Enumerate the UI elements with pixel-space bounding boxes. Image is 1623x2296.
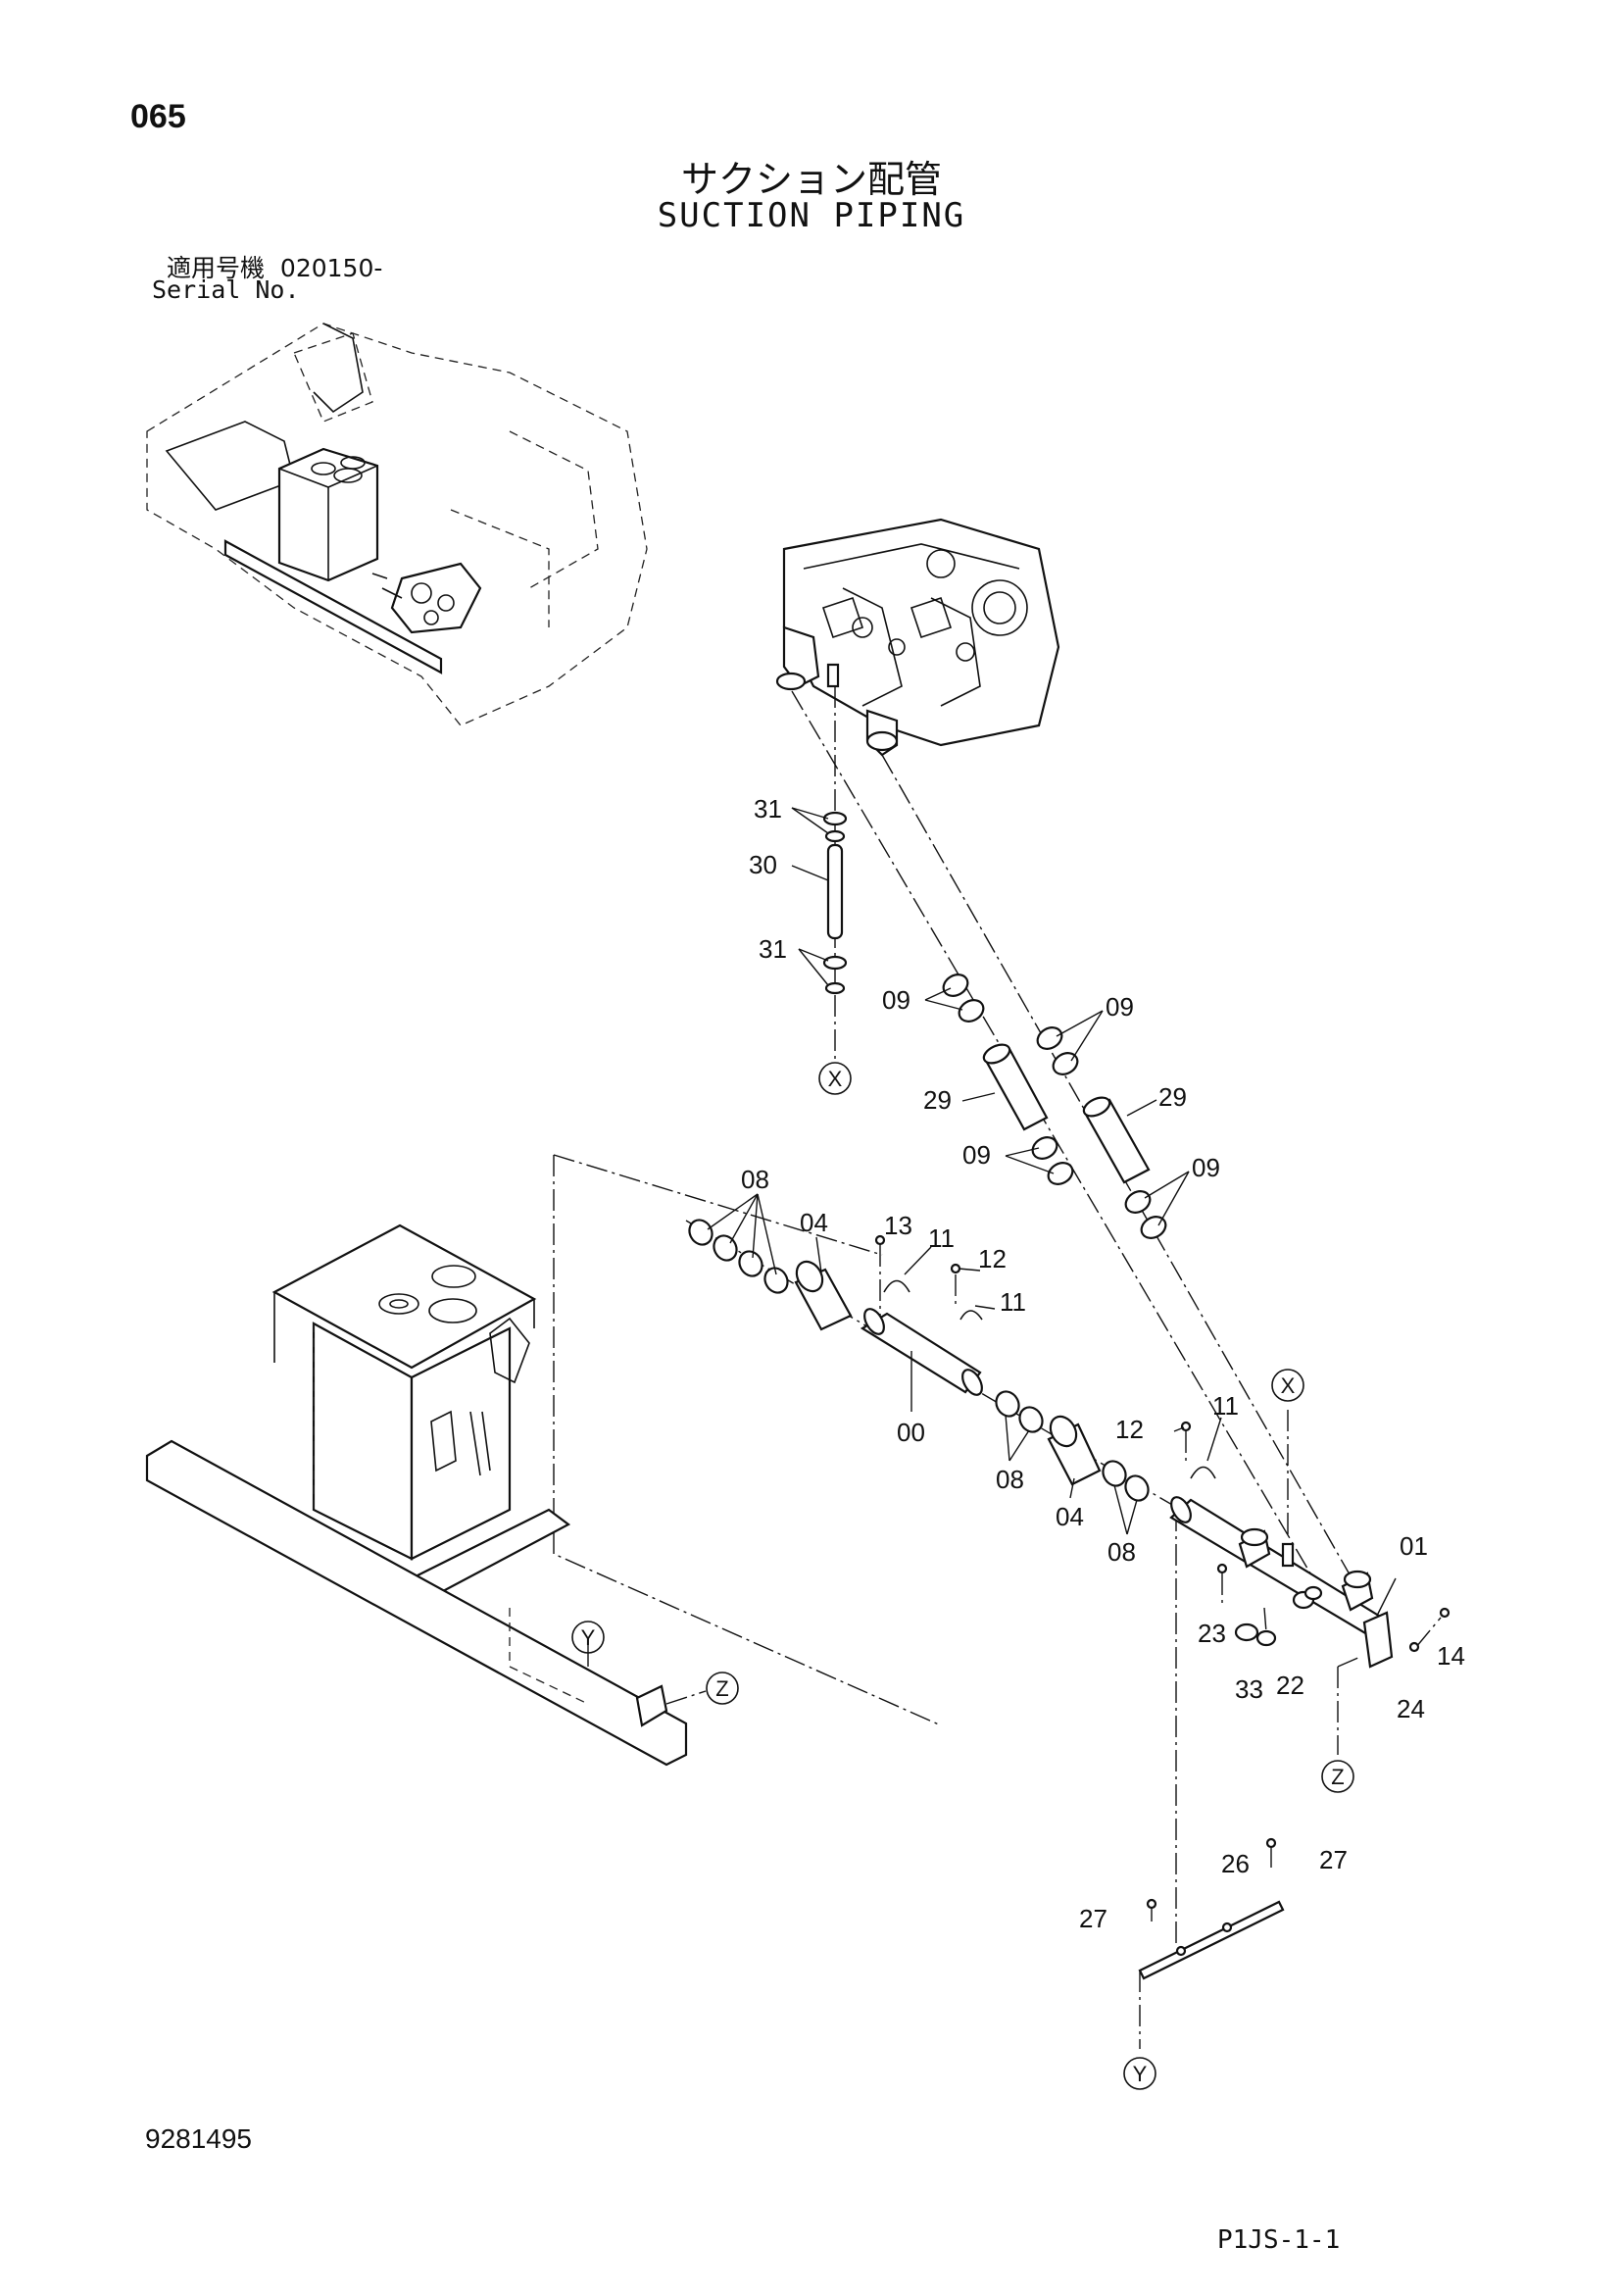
callout-09: 09 <box>1106 992 1134 1022</box>
marker-z-circle <box>706 1672 739 1705</box>
callout-09: 09 <box>962 1140 991 1170</box>
hydraulic-pump-assembly <box>775 518 1060 757</box>
suction-hoses-29 <box>942 973 1167 1239</box>
callout-08: 08 <box>1107 1537 1136 1567</box>
callout-33: 33 <box>1235 1674 1263 1704</box>
marker-y-circle <box>1123 2057 1156 2090</box>
serial-label-en: Serial No. <box>152 275 300 304</box>
callout-24: 24 <box>1397 1694 1425 1723</box>
hydraulic-tank <box>145 1154 942 1767</box>
reference-markers: X X Y Y Z Z <box>571 1062 1354 2090</box>
marker-y-label: Y <box>581 1625 596 1650</box>
part-callouts: 31 30 31 09 09 29 29 09 09 08 04 13 11 1… <box>741 794 1465 1933</box>
document-number: 9281495 <box>145 2123 253 2154</box>
serial-applicability: 適用号機 020150- <box>167 249 382 284</box>
leader-lines <box>707 807 1397 1617</box>
callout-31: 31 <box>754 794 782 824</box>
callout-11: 11 <box>928 1223 955 1253</box>
callout-29: 29 <box>923 1085 952 1115</box>
callout-12: 12 <box>978 1244 1007 1273</box>
marker-x-circle <box>818 1062 852 1095</box>
main-suction-pipe-00 <box>688 1219 1451 1669</box>
callout-12: 12 <box>1115 1415 1144 1444</box>
marker-x-circle <box>1271 1369 1304 1402</box>
callout-14: 14 <box>1437 1641 1465 1671</box>
callout-08: 08 <box>741 1165 769 1194</box>
callout-08: 08 <box>996 1465 1024 1494</box>
callout-00: 00 <box>897 1418 925 1447</box>
marker-x-label: X <box>828 1067 843 1091</box>
serial-value: 020150- <box>279 254 383 282</box>
suction-pipe-30 <box>822 811 848 995</box>
callout-27: 27 <box>1319 1845 1348 1874</box>
support-bracket-26 <box>1138 1837 1285 1980</box>
callout-09: 09 <box>882 985 910 1015</box>
marker-z-label: Z <box>715 1676 728 1701</box>
marker-z-label: Z <box>1331 1765 1344 1789</box>
page-number: 065 <box>130 98 186 135</box>
machine-overview-inset <box>146 323 648 726</box>
marker-z-circle <box>1321 1760 1354 1793</box>
callout-31: 31 <box>759 934 787 964</box>
callout-23: 23 <box>1198 1619 1226 1648</box>
callout-01: 01 <box>1400 1531 1428 1561</box>
title-english: SUCTION PIPING <box>657 196 966 235</box>
callout-26: 26 <box>1221 1849 1250 1878</box>
callout-27: 27 <box>1079 1904 1107 1933</box>
page-code: P1JS-1-1 <box>1217 2225 1341 2255</box>
marker-y-circle <box>571 1621 605 1654</box>
callout-11: 11 <box>1212 1391 1239 1421</box>
title-japanese: サクション配管 <box>680 158 942 201</box>
callout-04: 04 <box>800 1208 828 1237</box>
marker-x-label: X <box>1281 1373 1296 1398</box>
callout-22: 22 <box>1276 1671 1304 1700</box>
callout-09: 09 <box>1192 1153 1220 1182</box>
callout-13: 13 <box>884 1211 912 1240</box>
callout-11: 11 <box>1000 1287 1026 1317</box>
serial-label-jp: 適用号機 <box>167 254 266 282</box>
callout-30: 30 <box>749 850 777 879</box>
callout-04: 04 <box>1056 1502 1084 1531</box>
marker-y-label: Y <box>1133 2062 1148 2086</box>
callout-29: 29 <box>1158 1082 1187 1112</box>
